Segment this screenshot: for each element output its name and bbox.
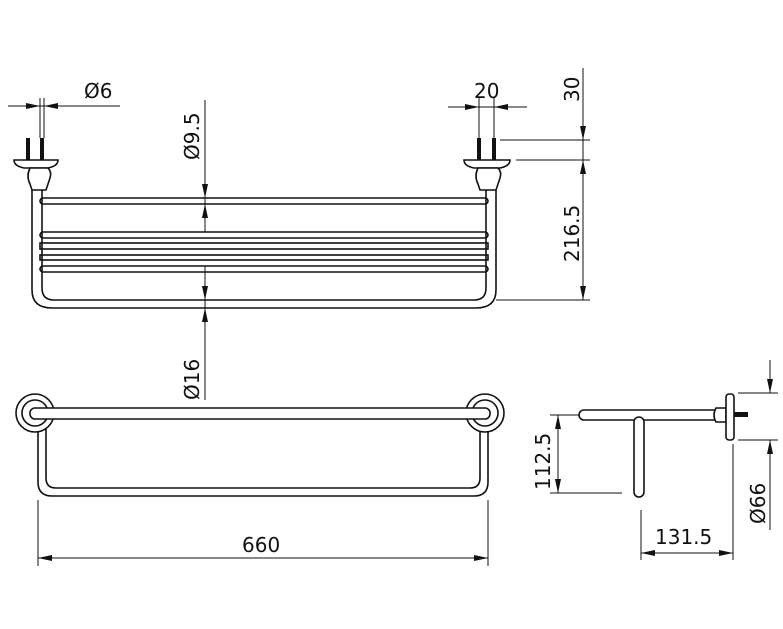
dim-rail-diameter: Ø9.5 [180, 112, 204, 160]
dim-tube-diameter: Ø16 [180, 359, 204, 400]
side-collar [713, 407, 727, 423]
dim-lower-bar-drop: 112.5 [531, 433, 555, 490]
frame-tube-outer [31, 190, 497, 309]
lower-loop-outer [37, 420, 489, 497]
dim-flange-diameter: Ø66 [746, 483, 770, 524]
bolt-right-1 [477, 138, 481, 160]
lower-loop-inner [45, 420, 481, 489]
bolt-right-2 [492, 138, 496, 160]
dim-width: 660 [242, 533, 280, 557]
dim-height: 216.5 [560, 205, 584, 262]
plan-view: 660 [15, 393, 505, 566]
flange-left [13, 159, 59, 169]
top-bar [29, 407, 491, 420]
front-elevation-view: Ø6 Ø9.5 Ø16 20 30 216.5 [8, 68, 590, 400]
side-rod [578, 409, 720, 421]
dim-depth: 131.5 [655, 525, 712, 549]
shelf-rails [39, 197, 489, 273]
side-view: 112.5 131.5 Ø66 [531, 360, 778, 560]
dim-bolt-diameter: Ø6 [84, 79, 112, 103]
side-drop-rod [633, 416, 645, 498]
flange-right [463, 159, 511, 169]
collar-right [475, 167, 502, 191]
side-flange [725, 393, 735, 441]
bolt-left-2 [40, 138, 44, 160]
dim-bolt-spacing: 20 [474, 79, 499, 103]
frame-tube-inner [41, 190, 487, 301]
collar-left [27, 167, 52, 191]
side-bolt [734, 412, 748, 417]
bolt-left-1 [26, 138, 30, 160]
dim-bolt-length: 30 [560, 77, 584, 102]
